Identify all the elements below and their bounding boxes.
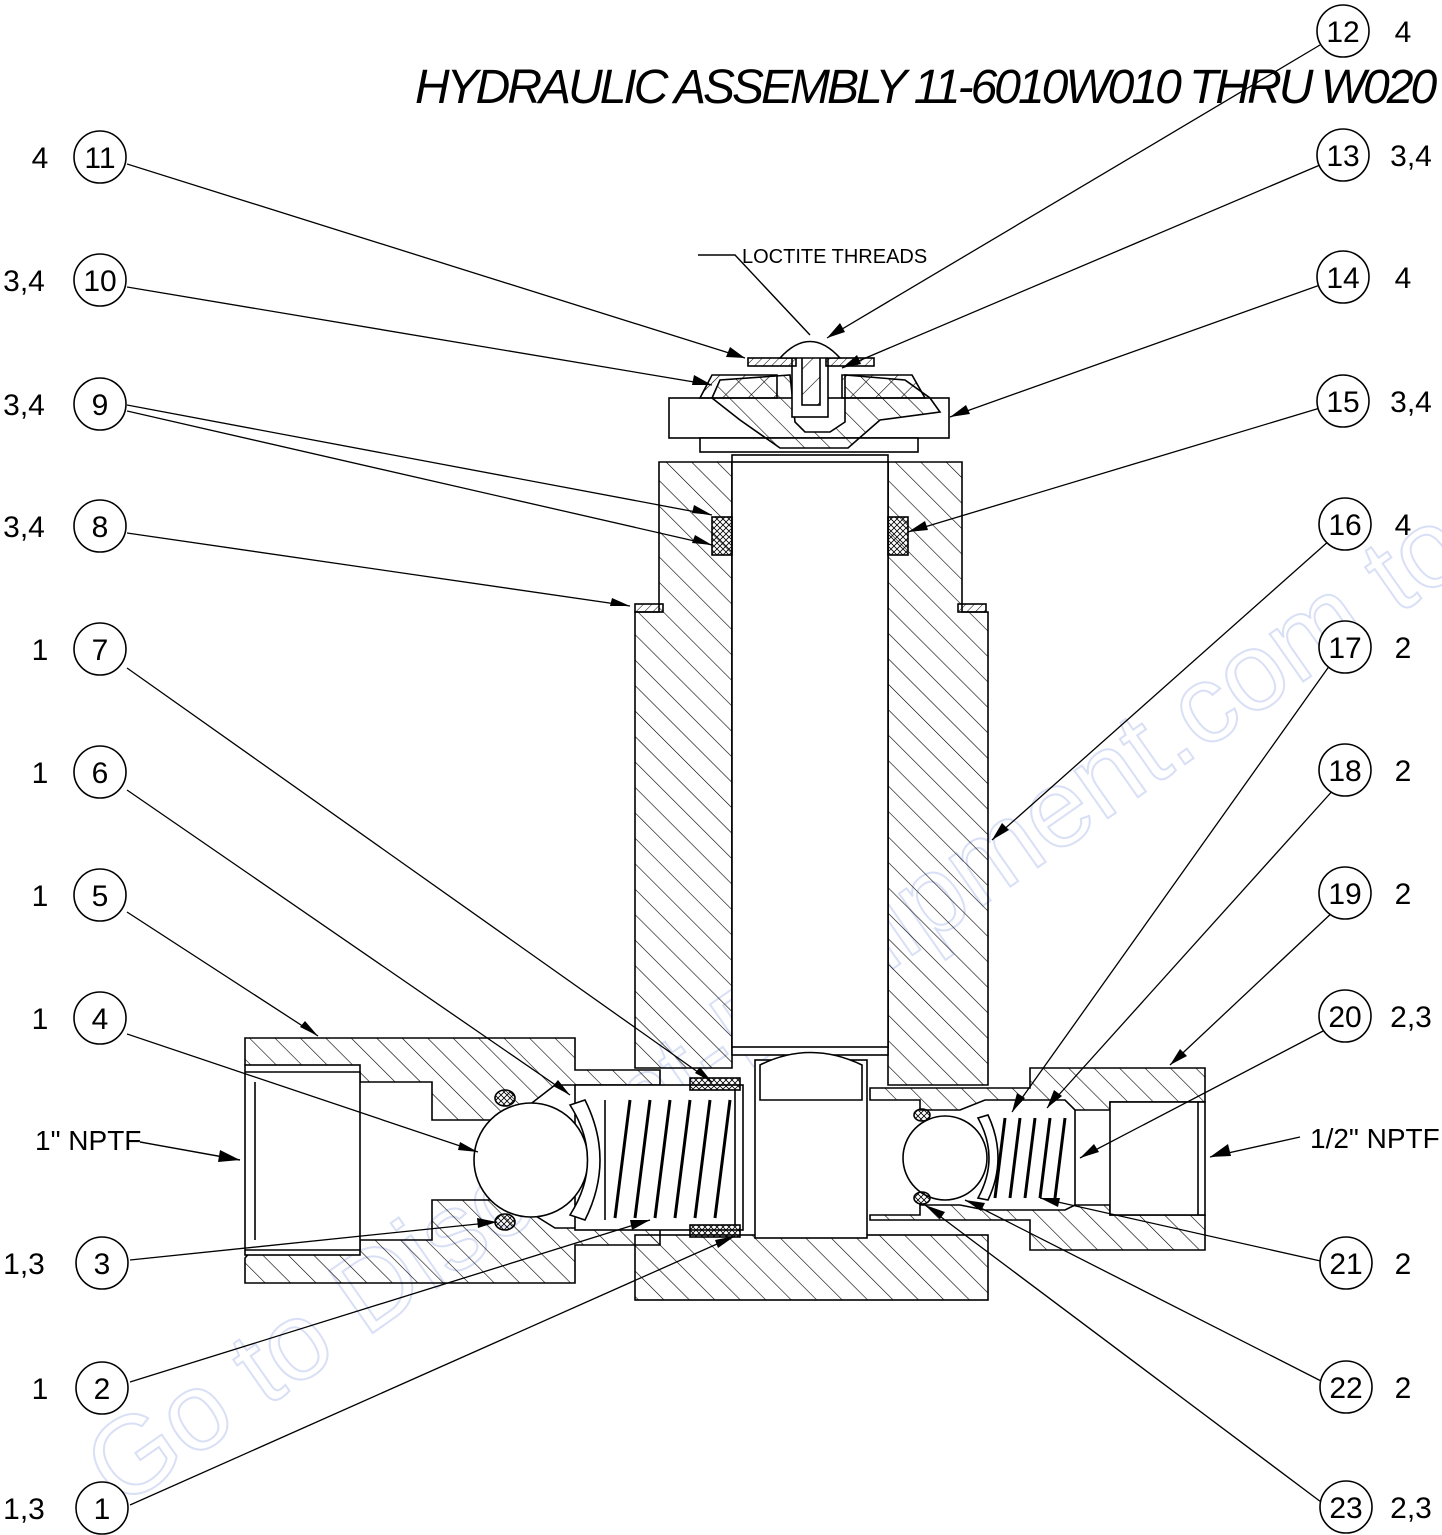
- balloon-15-number: 15: [1326, 386, 1359, 419]
- upper-body: [634, 454, 989, 1086]
- balloon-17: 17 2: [1318, 620, 1412, 674]
- balloon-19-qty: 2: [1395, 878, 1412, 911]
- balloon-18: 18 2: [1318, 743, 1412, 797]
- balloon-12: 12 4: [1316, 4, 1412, 58]
- port-right-label: 1/2" NPTF: [1310, 1123, 1440, 1154]
- balloon-14-qty: 4: [1395, 262, 1412, 295]
- loctite-note-text: LOCTITE THREADS: [742, 246, 927, 268]
- balloon-13: 13 3,4: [1316, 128, 1432, 182]
- balloon-5-qty: 1: [32, 880, 49, 913]
- balloon-1-qty: 1,3: [3, 1493, 45, 1526]
- balloon-9-number: 9: [92, 389, 109, 422]
- top-cap-assembly: [668, 340, 950, 453]
- balloon-11-qty: 4: [32, 142, 49, 175]
- balloon-12-qty: 4: [1395, 16, 1412, 49]
- balloon-16-number: 16: [1328, 509, 1361, 542]
- balloon-18-number: 18: [1328, 755, 1361, 788]
- loctite-note: LOCTITE THREADS: [698, 246, 927, 336]
- balloon-19-number: 19: [1328, 878, 1361, 911]
- balloon-7-qty: 1: [32, 634, 49, 667]
- balloon-20: 20 2,3: [1318, 989, 1432, 1043]
- port-callouts: 1" NPTF 1/2" NPTF: [35, 1123, 1440, 1162]
- lower-manifold: [634, 1051, 989, 1301]
- balloon-6-number: 6: [92, 757, 109, 790]
- balloon-13-number: 13: [1326, 140, 1359, 173]
- balloon-22-number: 22: [1329, 1372, 1362, 1405]
- left-check-valve: [244, 1037, 744, 1284]
- balloon-8-number: 8: [92, 511, 109, 544]
- balloon-3-qty: 1,3: [3, 1248, 45, 1281]
- balloon-3-number: 3: [94, 1248, 111, 1281]
- balloon-4: 4 1: [32, 991, 127, 1045]
- balloon-4-number: 4: [92, 1003, 109, 1036]
- balloon-23: 23 2,3: [1319, 1480, 1432, 1534]
- port-left-label: 1" NPTF: [35, 1125, 141, 1156]
- balloon-10: 10 3,4: [3, 253, 127, 307]
- balloon-4-qty: 1: [32, 1003, 49, 1036]
- balloon-22: 22 2: [1319, 1360, 1412, 1414]
- balloon-2-qty: 1: [32, 1373, 49, 1406]
- balloon-1: 1 1,3: [3, 1481, 129, 1535]
- balloon-20-number: 20: [1328, 1001, 1361, 1034]
- balloon-16: 16 4: [1318, 497, 1412, 551]
- balloon-17-number: 17: [1328, 632, 1361, 665]
- balloon-5-number: 5: [92, 880, 109, 913]
- right-check-valve: [869, 1067, 1206, 1251]
- balloon-22-qty: 2: [1395, 1372, 1412, 1405]
- balloon-23-qty: 2,3: [1390, 1492, 1432, 1525]
- balloon-8-qty: 3,4: [3, 511, 45, 544]
- balloon-5: 5 1: [32, 868, 127, 922]
- balloon-21-number: 21: [1329, 1248, 1362, 1281]
- leader-arrowheads: [300, 323, 1187, 1248]
- balloon-11: 11 4: [32, 130, 127, 184]
- page-title: HYDRAULIC ASSEMBLY 11-6010W010 THRU W020: [415, 61, 1437, 114]
- balloon-11-number: 11: [84, 142, 115, 175]
- balloon-1-number: 1: [94, 1493, 111, 1526]
- balloon-14-number: 14: [1326, 262, 1359, 295]
- balloon-2-number: 2: [94, 1373, 111, 1406]
- balloon-7: 7 1: [32, 622, 127, 676]
- balloon-9: 9 3,4: [3, 377, 127, 431]
- balloon-23-number: 23: [1329, 1492, 1362, 1525]
- balloon-10-number: 10: [83, 265, 116, 298]
- balloon-17-qty: 2: [1395, 632, 1412, 665]
- balloon-15: 15 3,4: [1316, 374, 1432, 428]
- balloon-21: 21 2: [1319, 1236, 1412, 1290]
- balloon-10-qty: 3,4: [3, 265, 45, 298]
- balloon-3: 3 1,3: [3, 1236, 129, 1290]
- balloon-8: 8 3,4: [3, 499, 127, 553]
- balloon-18-qty: 2: [1395, 755, 1412, 788]
- balloon-15-qty: 3,4: [1390, 386, 1432, 419]
- balloon-20-qty: 2,3: [1390, 1001, 1432, 1034]
- balloon-2: 2 1: [32, 1361, 129, 1415]
- balloon-16-qty: 4: [1395, 509, 1412, 542]
- balloon-19: 19 2: [1318, 866, 1412, 920]
- balloon-9-qty: 3,4: [3, 389, 45, 422]
- leader-lines: [126, 44, 1336, 1506]
- balloon-6: 6 1: [32, 745, 127, 799]
- balloon-12-number: 12: [1326, 16, 1359, 49]
- balloon-7-number: 7: [92, 634, 109, 667]
- balloon-6-qty: 1: [32, 757, 49, 790]
- balloon-13-qty: 3,4: [1390, 140, 1432, 173]
- balloon-21-qty: 2: [1395, 1248, 1412, 1281]
- balloon-14: 14 4: [1316, 250, 1412, 304]
